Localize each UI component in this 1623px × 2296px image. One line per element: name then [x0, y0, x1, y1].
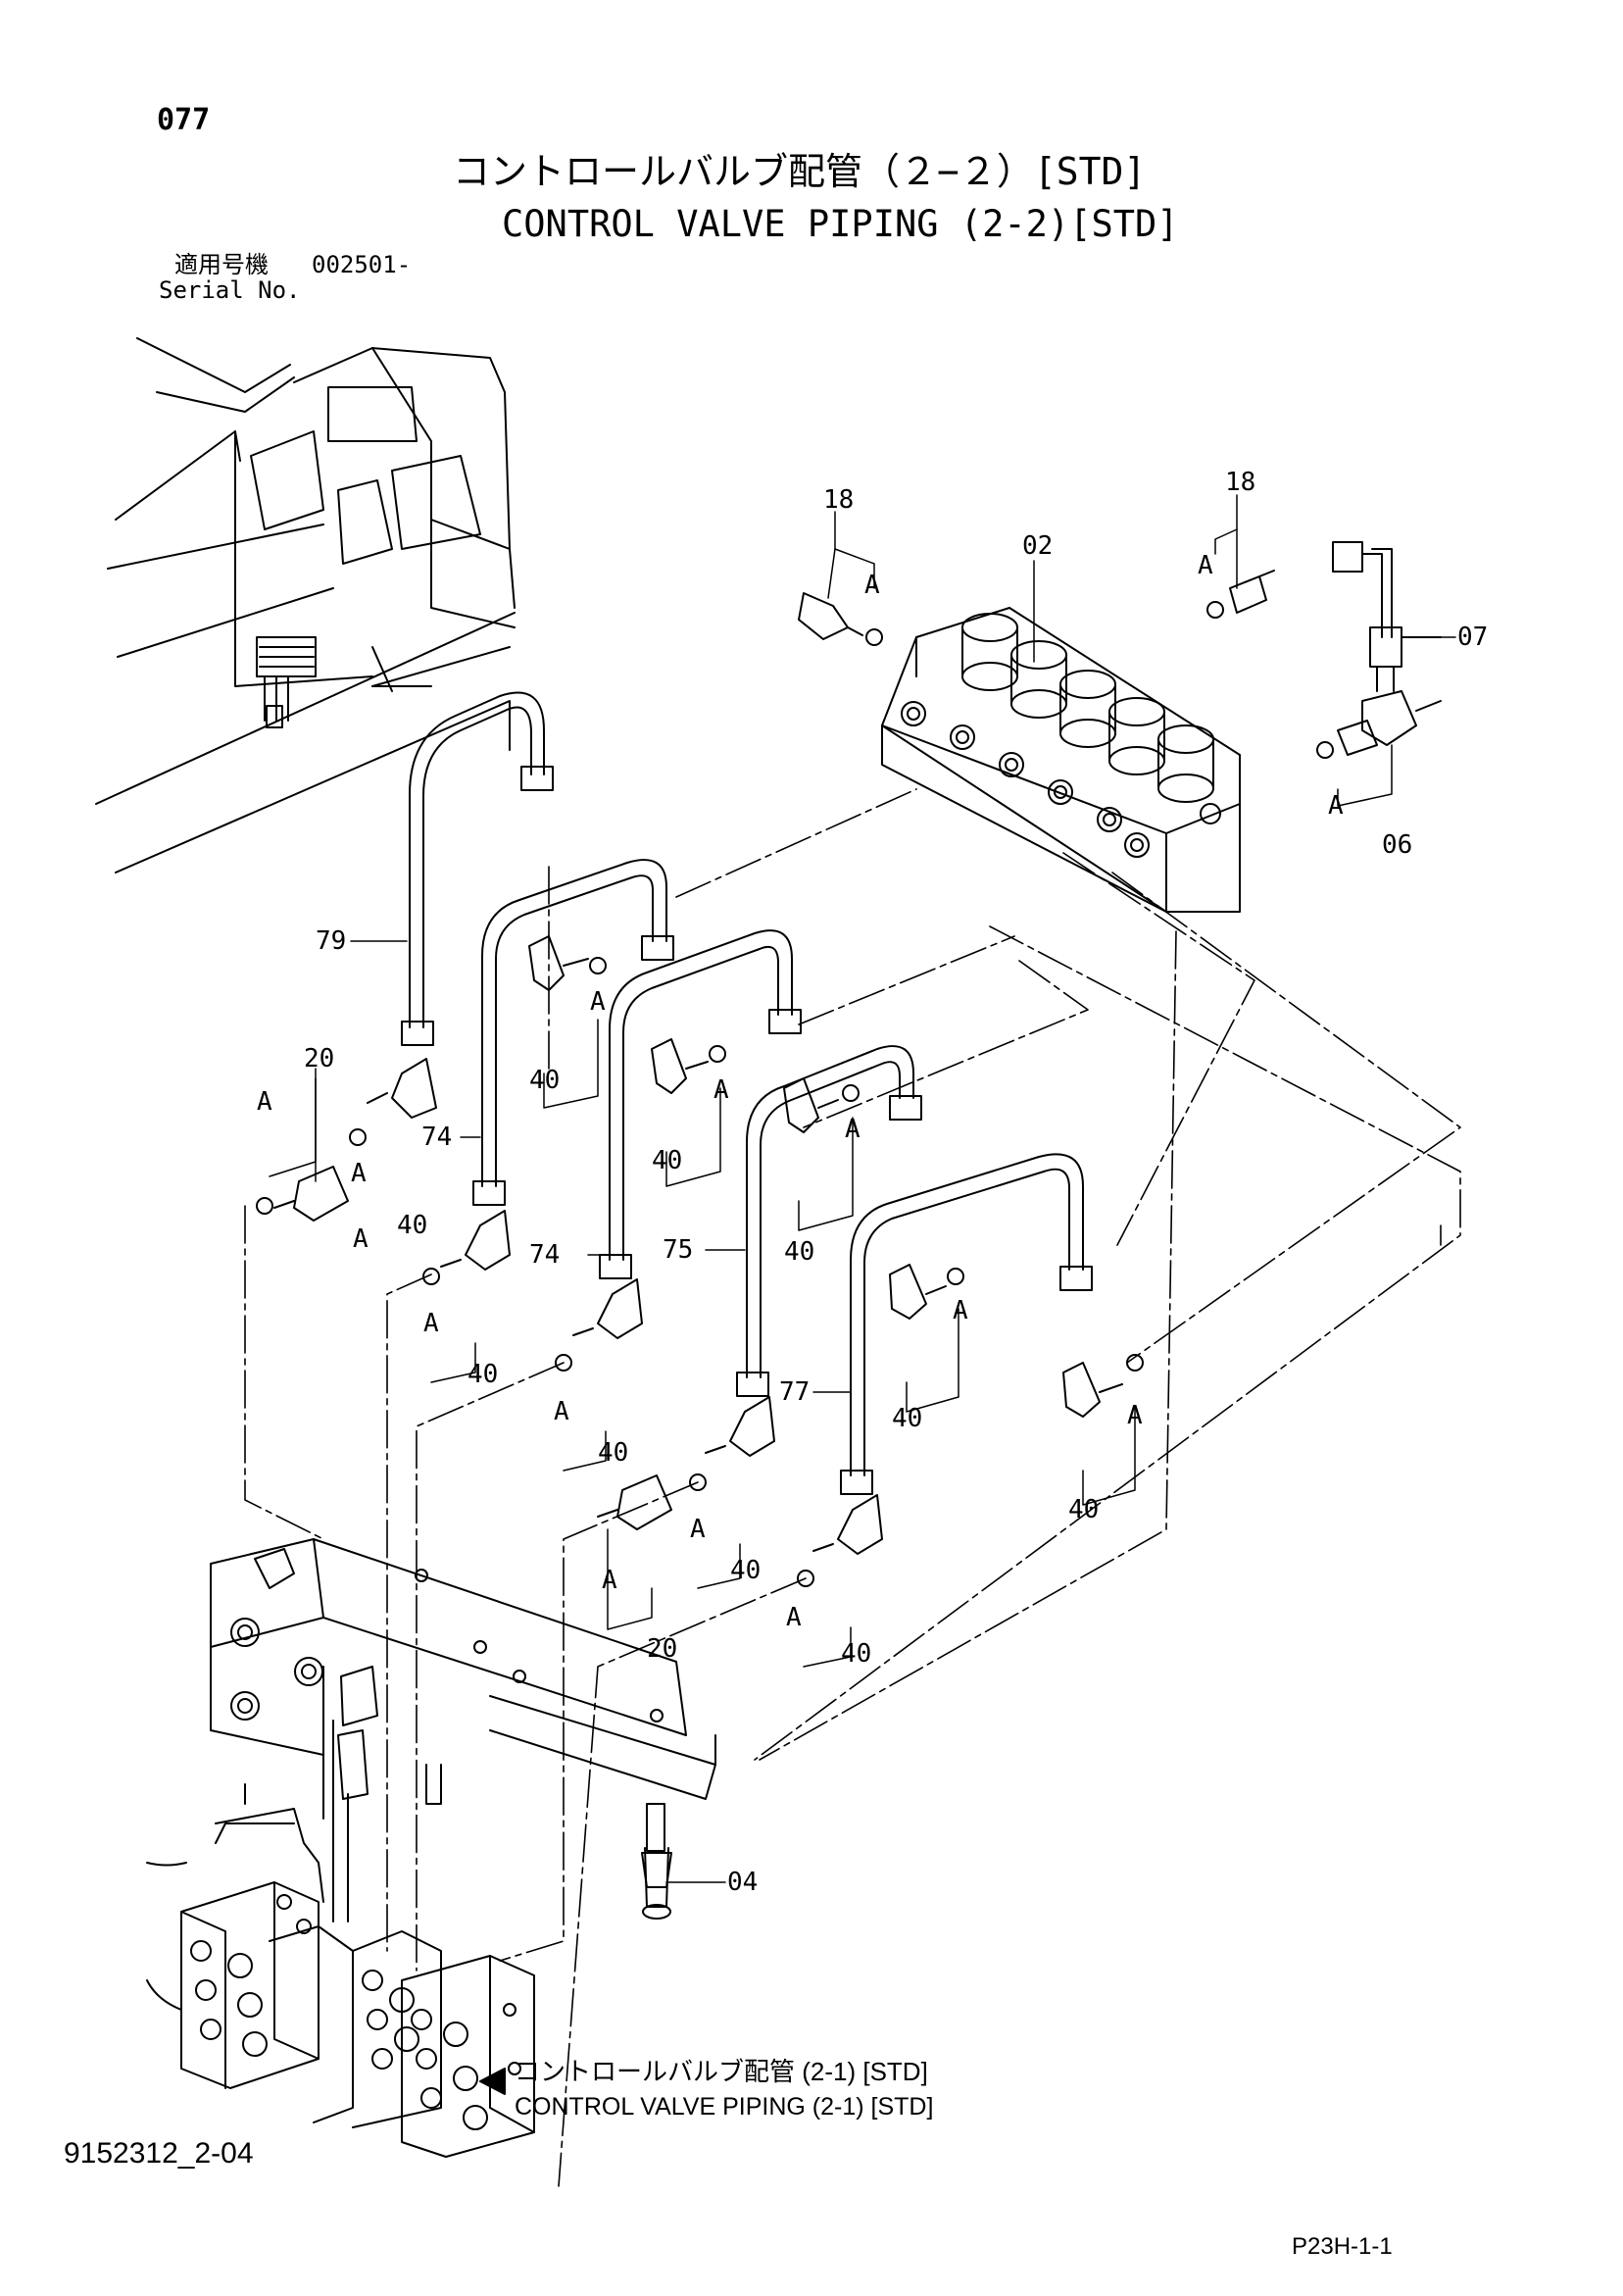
- callout-40: 40: [397, 1211, 427, 1240]
- pipe-79: [401, 691, 554, 1046]
- lower-valve-sections: [146, 1720, 535, 2158]
- callout-18-left: 18: [823, 485, 854, 515]
- marker-a: A: [1198, 551, 1213, 580]
- serial-label-en: Serial No.: [159, 276, 301, 304]
- callout-07: 07: [1457, 623, 1488, 652]
- drawing-id: 9152312_2-04: [64, 2137, 254, 2170]
- marker-a: A: [690, 1515, 706, 1544]
- pipe-75: [736, 1045, 922, 1397]
- marker-a: A: [590, 987, 606, 1017]
- connector-07: [1332, 541, 1442, 692]
- callout-02: 02: [1022, 531, 1053, 561]
- marker-a: A: [602, 1566, 617, 1595]
- callout-40: 40: [1068, 1495, 1099, 1524]
- callout-04: 04: [727, 1868, 758, 1897]
- callout-74-left: 74: [421, 1123, 452, 1152]
- marker-a: A: [423, 1309, 439, 1338]
- marker-a: A: [845, 1115, 861, 1144]
- marker-a: A: [953, 1296, 968, 1325]
- marker-a: A: [1127, 1401, 1143, 1430]
- marker-a: A: [1328, 791, 1344, 821]
- marker-a: A: [351, 1159, 367, 1188]
- reference-title-en: CONTROL VALVE PIPING (2-1) [STD]: [515, 2093, 934, 2121]
- page-code: P23H-1-1: [1292, 2233, 1393, 2260]
- page-number: 077: [157, 103, 211, 137]
- callout-40: 40: [467, 1360, 498, 1389]
- callout-20-bottom: 20: [647, 1634, 677, 1664]
- callout-40: 40: [652, 1146, 682, 1175]
- callout-77: 77: [779, 1377, 810, 1407]
- callout-75: 75: [663, 1235, 693, 1265]
- elbow-fittings-40: [256, 935, 1144, 1587]
- machine-outline: [95, 337, 516, 873]
- callout-40: 40: [529, 1066, 560, 1095]
- title-japanese: コントロールバルブ配管（２−２）[STD]: [453, 150, 1147, 193]
- callout-74-right: 74: [529, 1240, 560, 1270]
- callout-40: 40: [784, 1237, 814, 1267]
- callout-40: 40: [730, 1556, 761, 1585]
- connection-markers: A A A A A A A A A A A A A A A A: [257, 551, 1344, 1632]
- reference-title-jp: コントロールバルブ配管 (2-1) [STD]: [515, 2057, 928, 2086]
- callout-79: 79: [316, 926, 346, 956]
- title-english: CONTROL VALVE PIPING (2-2)[STD]: [502, 203, 1179, 245]
- serial-value: 002501-: [312, 251, 412, 278]
- callout-18-right: 18: [1225, 468, 1255, 497]
- solenoid-valve-block: [881, 607, 1241, 913]
- marker-a: A: [554, 1397, 569, 1426]
- reference-arrow: [479, 2068, 506, 2095]
- adapter-06: [1316, 690, 1442, 759]
- callout-20-left: 20: [304, 1044, 334, 1073]
- main-control-valve: [210, 1538, 716, 1920]
- callout-06: 06: [1382, 830, 1412, 860]
- marker-a: A: [257, 1087, 272, 1117]
- plug-fittings-18: [798, 570, 1275, 646]
- serial-label-jp: 適用号機: [174, 251, 269, 278]
- pipe-77: [840, 1153, 1093, 1495]
- dashed-routing-lines: [244, 788, 1461, 2187]
- marker-a: A: [864, 571, 880, 600]
- pipe-74-right: [599, 929, 802, 1279]
- marker-a: A: [713, 1075, 729, 1105]
- leader-lines: [269, 494, 1456, 1883]
- callout-40: 40: [598, 1438, 628, 1468]
- callout-40: 40: [841, 1639, 871, 1669]
- callout-40: 40: [892, 1404, 922, 1433]
- marker-a: A: [786, 1603, 802, 1632]
- pipe-74-left: [472, 859, 674, 1206]
- part-callouts: 18 18 02 07 06 79 20 74 74 75 77 20 04 4…: [304, 468, 1488, 1897]
- adapters-20: [273, 1166, 672, 1530]
- marker-a: A: [353, 1224, 369, 1254]
